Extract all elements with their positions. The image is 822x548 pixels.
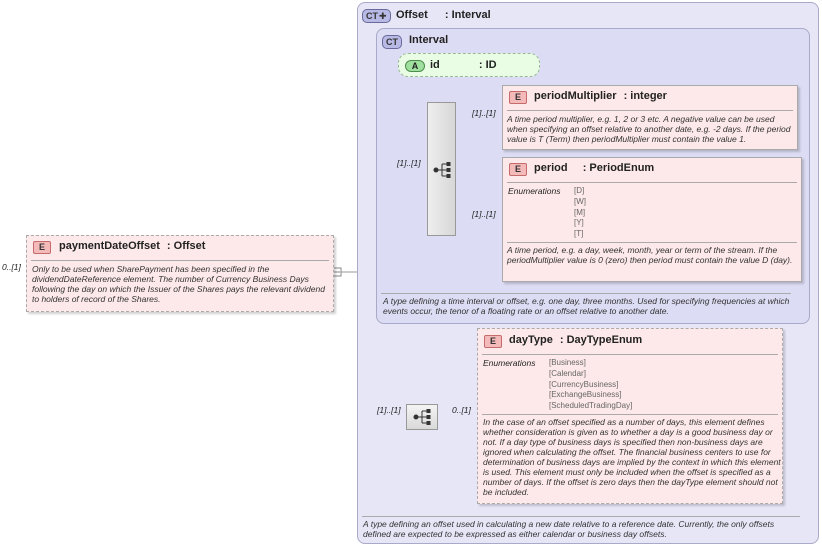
enum-value: [W] xyxy=(574,196,586,206)
period-element[interactable]: E period : PeriodEnum Enumerations [D] [… xyxy=(502,157,802,282)
separator xyxy=(507,242,797,243)
enum-value: [ScheduledTradingDay] xyxy=(549,401,633,411)
element-description: In the case of an offset specified as a … xyxy=(483,417,781,497)
interval-sequence-cardinality: [1]..[1] xyxy=(397,158,421,168)
payment-date-offset-element[interactable]: E paymentDateOffset : Offset Only to be … xyxy=(26,235,334,312)
period-cardinality: [1]..[1] xyxy=(472,209,496,219)
enum-value: [Calendar] xyxy=(549,368,586,378)
ct-badge-label: CT xyxy=(366,11,378,21)
payment-date-offset-title: paymentDateOffset : Offset xyxy=(59,240,205,252)
element-name: paymentDateOffset xyxy=(59,240,160,252)
sequence-compositor-icon xyxy=(433,162,451,178)
root-element-cardinality: 0..[1] xyxy=(2,262,21,272)
day-type-cardinality: 0..[1] xyxy=(452,405,471,415)
ct-badge: CT✚ xyxy=(362,9,391,23)
enum-value: [ExchangeBusiness] xyxy=(549,390,622,400)
day-type-title: dayType : DayTypeEnum xyxy=(509,334,642,346)
period-multiplier-cardinality: [1]..[1] xyxy=(472,108,496,118)
offset-title: Offset : Interval xyxy=(396,9,491,21)
element-name: period xyxy=(534,162,568,174)
element-name: periodMultiplier xyxy=(534,90,617,102)
enumeration-list: [Business] [Calendar] [CurrencyBusiness]… xyxy=(549,358,632,412)
sequence-compositor-icon xyxy=(413,409,431,425)
attribute-type: : ID xyxy=(478,59,497,71)
element-badge-icon: E xyxy=(484,335,502,348)
separator xyxy=(381,293,791,294)
ct-badge: CT xyxy=(382,35,402,49)
enumeration-list: [D] [W] [M] [Y] [T] xyxy=(574,186,586,240)
element-type: : Offset xyxy=(166,240,206,252)
element-type: : integer xyxy=(623,90,667,102)
enumerations-label: Enumerations xyxy=(483,358,536,368)
element-badge-icon: E xyxy=(509,91,527,104)
interval-description: A type defining a time interval or offse… xyxy=(383,296,790,316)
enum-value: [D] xyxy=(574,186,585,195)
plus-icon: ✚ xyxy=(379,11,387,21)
attribute-name: id xyxy=(430,59,440,71)
enum-value: [M] xyxy=(574,207,586,217)
interval-sequence[interactable] xyxy=(427,102,456,236)
offset-description: A type defining an offset used in calcul… xyxy=(363,519,775,539)
enum-value: [Business] xyxy=(549,358,586,367)
day-type-element[interactable]: E dayType : DayTypeEnum Enumerations [Bu… xyxy=(477,328,783,504)
element-type: : DayTypeEnum xyxy=(559,334,643,346)
offset-sequence[interactable] xyxy=(406,404,438,430)
id-attribute[interactable]: A id : ID xyxy=(398,53,540,77)
element-description: A time period multiplier, e.g. 1, 2 or 3… xyxy=(507,114,791,144)
period-title: period : PeriodEnum xyxy=(534,162,654,174)
element-badge-icon: E xyxy=(33,241,51,254)
ct-base: : Interval xyxy=(444,9,491,21)
enumerations-label: Enumerations xyxy=(508,186,561,196)
separator xyxy=(482,414,778,415)
separator xyxy=(362,516,800,517)
element-badge-icon: E xyxy=(509,163,527,176)
period-multiplier-element[interactable]: E periodMultiplier : integer A time peri… xyxy=(502,85,798,150)
period-multiplier-title: periodMultiplier : integer xyxy=(534,90,667,102)
element-type: : PeriodEnum xyxy=(582,162,655,174)
enum-value: [CurrencyBusiness] xyxy=(549,379,619,389)
enum-value: [Y] xyxy=(574,218,584,228)
ct-name: Offset xyxy=(396,9,428,21)
offset-sequence-cardinality: [1]..[1] xyxy=(377,405,401,415)
element-description: Only to be used when SharePayment has be… xyxy=(32,264,325,304)
attribute-badge-icon: A xyxy=(405,60,425,72)
interval-title: Interval xyxy=(409,34,449,46)
attribute-title: id : ID xyxy=(430,59,497,71)
separator xyxy=(482,354,778,355)
separator xyxy=(31,260,329,261)
element-name: dayType xyxy=(509,334,553,346)
separator xyxy=(507,110,793,111)
element-description: A time period, e.g. a day, week, month, … xyxy=(507,245,793,265)
enum-value: [T] xyxy=(574,229,584,239)
separator xyxy=(507,182,797,183)
